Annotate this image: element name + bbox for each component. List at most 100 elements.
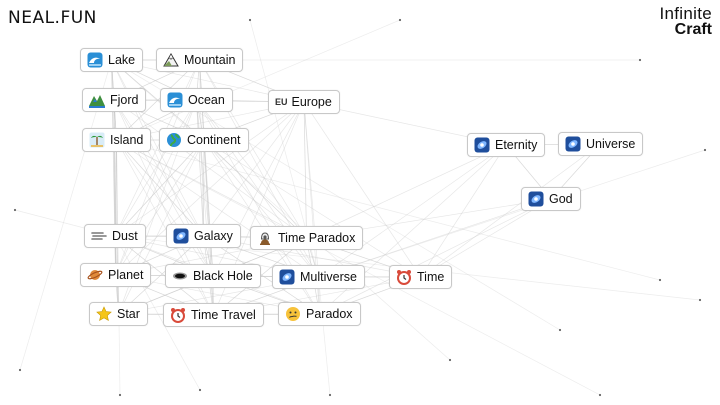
connection-line	[114, 99, 197, 237]
wave-icon	[87, 52, 103, 68]
element-eternity[interactable]: Eternity	[467, 133, 546, 157]
element-label: Dust	[112, 229, 138, 243]
fjord-icon	[89, 92, 105, 108]
connection-line	[203, 139, 205, 237]
palm-island-icon	[89, 132, 105, 148]
connection-line	[203, 139, 421, 278]
element-label: Planet	[108, 268, 144, 282]
eu-text-icon: EU	[275, 97, 288, 107]
black-hole-icon	[172, 268, 188, 284]
connection-line	[115, 139, 205, 276]
connection-line	[318, 144, 507, 278]
connection-line	[303, 101, 307, 239]
connection-line	[114, 101, 305, 237]
element-dust[interactable]: Dust	[84, 224, 146, 248]
element-label: Time Paradox	[278, 231, 356, 245]
connection-line	[203, 139, 214, 277]
connection-line	[420, 143, 601, 278]
connection-line	[203, 101, 305, 237]
brand-line-1: Infinite	[659, 4, 712, 23]
element-time[interactable]: Time	[389, 265, 453, 289]
clock-icon	[170, 307, 186, 323]
element-mountain[interactable]: Mountain	[156, 48, 244, 72]
connection-line	[303, 101, 421, 278]
connection-line	[113, 99, 204, 237]
connection-line	[113, 99, 116, 237]
star-icon	[96, 306, 112, 322]
connection-line	[116, 19, 401, 141]
element-label: Lake	[108, 53, 136, 67]
canvas-dot	[248, 18, 252, 22]
galaxy-icon	[279, 269, 295, 285]
hourglass-icon	[257, 230, 273, 246]
canvas-dot	[698, 298, 702, 302]
connection-line	[116, 139, 307, 239]
element-label: God	[549, 192, 573, 206]
connection-line	[116, 139, 661, 281]
canvas-dot	[558, 328, 562, 332]
connection-line	[118, 235, 204, 315]
element-label: Black Hole	[193, 269, 253, 283]
element-island[interactable]: Island	[82, 128, 152, 152]
canvas-dot	[448, 358, 452, 362]
connection-line	[114, 235, 201, 391]
canvas-dot	[638, 58, 642, 62]
element-label: Mountain	[184, 53, 236, 67]
canvas-dot	[598, 393, 602, 397]
canvas-dot	[18, 368, 22, 372]
element-lake[interactable]: Lake	[80, 48, 144, 72]
connection-line	[115, 101, 305, 276]
dust-icon	[91, 228, 107, 244]
connection-line	[113, 99, 307, 239]
infinite-craft-logo: Infinite Craft	[659, 4, 713, 38]
connection-line	[203, 139, 307, 239]
element-label: Time Travel	[191, 308, 256, 322]
element-continent[interactable]: Continent	[159, 128, 249, 152]
connection-line	[196, 99, 204, 237]
clock-icon	[396, 269, 412, 285]
element-galaxy[interactable]: Galaxy	[166, 224, 241, 248]
element-label: Galaxy	[194, 229, 233, 243]
element-label: Ocean	[188, 93, 225, 107]
connection-line	[116, 139, 319, 278]
element-star[interactable]: Star	[89, 302, 148, 326]
connection-line	[196, 99, 319, 278]
element-fjord[interactable]: Fjord	[82, 88, 147, 112]
confused-face-icon	[285, 306, 301, 322]
connection-line	[116, 139, 204, 237]
element-time-travel[interactable]: Time Travel	[163, 303, 264, 327]
site-logo[interactable]: NEAL.FUN	[8, 8, 97, 28]
canvas-dot	[198, 388, 202, 392]
canvas-dot	[328, 393, 332, 397]
element-label: Time	[417, 270, 445, 284]
mountain-icon	[163, 52, 179, 68]
connection-line	[306, 144, 507, 239]
brand-line-2: Craft	[674, 21, 712, 38]
planet-icon	[87, 267, 103, 283]
element-label: Fjord	[110, 93, 139, 107]
connection-line	[116, 139, 214, 277]
element-planet[interactable]: Planet	[80, 263, 152, 287]
element-god[interactable]: God	[521, 187, 581, 211]
connection-line	[203, 139, 319, 278]
galaxy-icon	[173, 228, 189, 244]
element-label: Star	[117, 307, 140, 321]
element-paradox[interactable]: Paradox	[278, 302, 361, 326]
element-multiverse[interactable]: Multiverse	[272, 265, 365, 289]
element-label: Universe	[586, 137, 636, 151]
connection-line	[318, 198, 552, 278]
connection-line	[114, 139, 205, 237]
galaxy-icon	[565, 136, 581, 152]
element-label: Eternity	[495, 138, 538, 152]
canvas-dot	[398, 18, 402, 22]
connection-line	[420, 144, 507, 278]
connection-line	[318, 149, 706, 278]
element-ocean[interactable]: Ocean	[160, 88, 233, 112]
element-time-paradox[interactable]: Time Paradox	[250, 226, 364, 250]
connection-line	[319, 198, 552, 315]
element-universe[interactable]: Universe	[558, 132, 644, 156]
element-black-hole[interactable]: Black Hole	[165, 264, 261, 288]
element-label: Multiverse	[300, 270, 357, 284]
connection-line	[318, 276, 331, 396]
